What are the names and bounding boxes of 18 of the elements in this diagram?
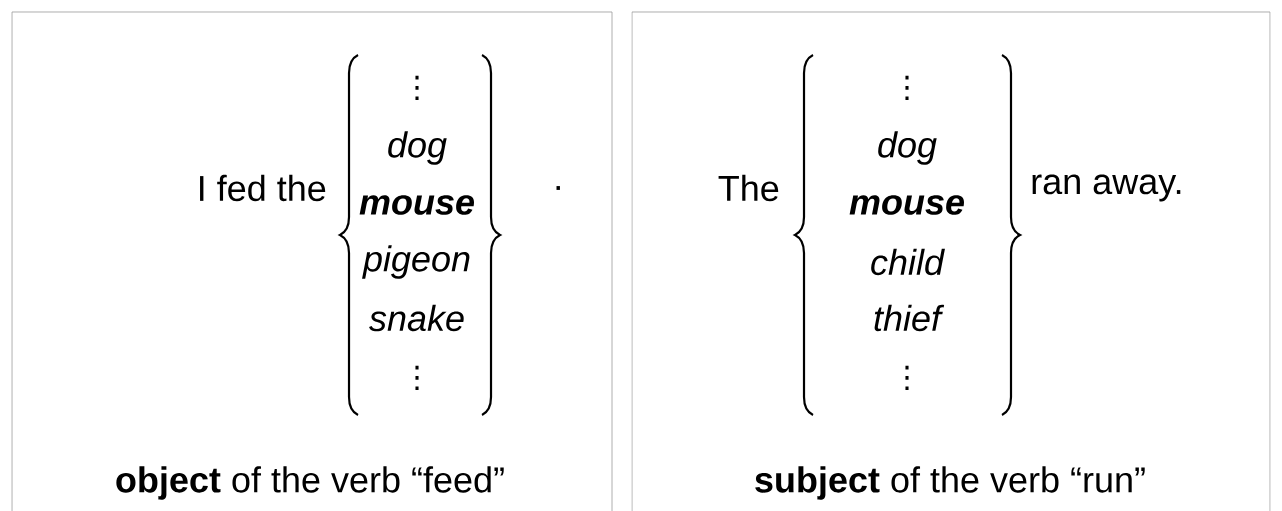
word-list-item: mouse [849, 195, 964, 215]
word-list-item: thief [874, 304, 945, 332]
word-list-item: mouse [359, 195, 474, 215]
sentence-text: . [556, 186, 560, 190]
sentence-text: I fed the [200, 174, 326, 202]
word-list-item: dog [388, 131, 447, 165]
vertical-ellipsis: ⋮ [905, 365, 909, 391]
vertical-ellipsis: ⋮ [415, 75, 419, 101]
word-list-item: snake [369, 304, 464, 332]
sentence-text: ran away. [1032, 174, 1181, 202]
caption-text: subject of the verb “run” [755, 466, 1145, 500]
word-list-item: pigeon [362, 245, 470, 279]
vertical-ellipsis: ⋮ [905, 75, 909, 101]
caption-text: object of the verb “feed” [116, 466, 504, 500]
sentence-text: The [718, 174, 779, 202]
vertical-ellipsis: ⋮ [415, 365, 419, 391]
word-list-item: dog [878, 131, 937, 165]
word-list-item: child [871, 248, 945, 276]
